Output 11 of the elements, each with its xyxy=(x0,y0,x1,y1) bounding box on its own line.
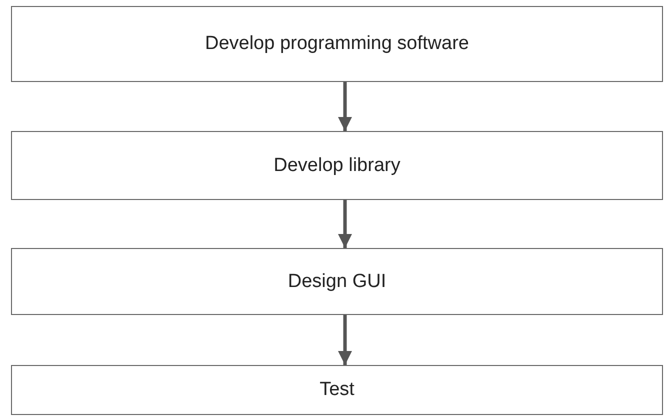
process-box xyxy=(11,131,663,200)
arrow xyxy=(338,200,352,248)
step-label: Develop library xyxy=(274,154,400,176)
arrow xyxy=(338,82,352,131)
process-box xyxy=(11,365,663,415)
process-box xyxy=(11,248,663,315)
process-box xyxy=(11,6,663,82)
step-label: Test xyxy=(320,379,354,401)
arrow xyxy=(338,315,352,365)
step-label: Develop programming software xyxy=(204,33,469,55)
step-label: Design GUI xyxy=(288,270,386,292)
